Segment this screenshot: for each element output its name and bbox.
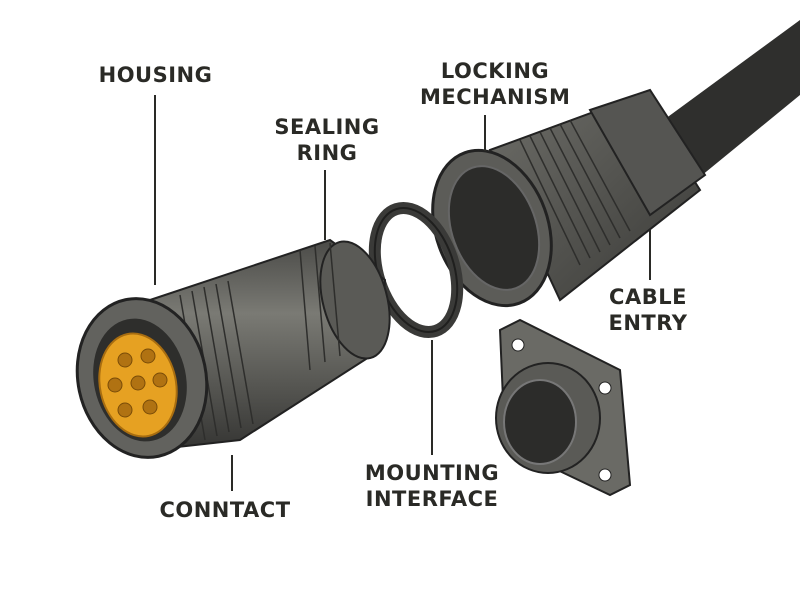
label-locking-mechanism-line2: MECHANISM (420, 85, 571, 109)
mounting-interface-part (495, 318, 632, 497)
label-cable-entry-line2: ENTRY (608, 311, 688, 335)
label-locking-mechanism: LOCKING MECHANISM (420, 58, 570, 110)
contact-insert (98, 332, 178, 438)
label-cable-entry-line1: CABLE (609, 285, 687, 309)
label-mounting-interface: MOUNTING INTERFACE (350, 460, 514, 512)
leader-line-mounting-interface (431, 340, 433, 455)
leader-line-locking-mechanism (484, 115, 486, 151)
label-mounting-interface-line2: INTERFACE (365, 487, 499, 511)
label-sealing-ring-line1: SEALING (274, 115, 380, 139)
label-locking-mechanism-line1: LOCKING (440, 59, 550, 83)
label-sealing-ring: SEALING RING (262, 114, 392, 166)
label-contact: CONNTACT (159, 498, 291, 522)
leader-line-contact (231, 455, 233, 491)
label-sealing-ring-line2: RING (296, 141, 358, 165)
cable (650, 20, 800, 185)
leader-line-housing (154, 95, 156, 285)
locking-mechanism-part (431, 88, 707, 308)
label-mounting-interface-line1: MOUNTING (364, 461, 500, 485)
leader-line-sealing-ring (324, 170, 326, 240)
contact-pins (107, 348, 168, 418)
label-cable-entry: CABLE ENTRY (598, 284, 698, 336)
label-housing: HOUSING (98, 63, 213, 87)
leader-line-cable-entry (649, 230, 651, 280)
